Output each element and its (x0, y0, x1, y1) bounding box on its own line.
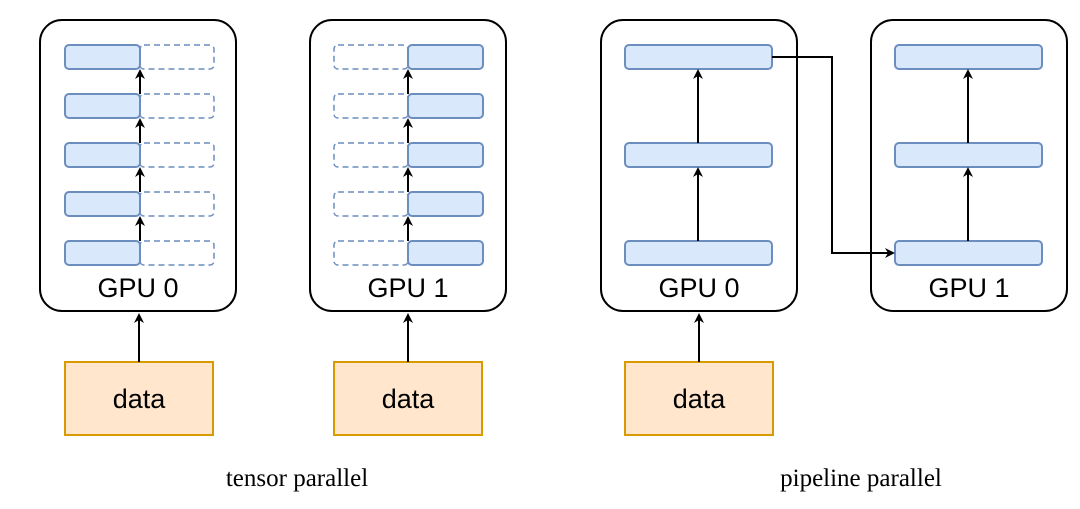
tp-data0-label: data (113, 384, 167, 414)
pp-gpu0-layer1 (624, 240, 773, 266)
tp-gpu0-layer4-remote-half (139, 93, 215, 119)
tp-gpu1-layer3 (407, 142, 484, 168)
tp-gpu0-layer1 (64, 240, 141, 266)
tp-gpu0-layer4 (64, 93, 141, 119)
pp-gpu0-label: GPU 0 (658, 273, 739, 303)
tp-gpu1-layer1 (407, 240, 484, 266)
tp-gpu0: GPU 0 (39, 19, 237, 312)
tp-gpu1-layer3-remote-half (333, 142, 409, 168)
pipeline-parallel-caption: pipeline parallel (780, 465, 942, 492)
tp-gpu0-layer3-remote-half (139, 142, 215, 168)
tp-gpu1-layer5-remote-half (333, 44, 409, 70)
pp-data: data (624, 361, 774, 436)
tp-gpu1-layer5 (407, 44, 484, 70)
pp-gpu0-layer2 (624, 142, 773, 168)
tp-gpu1-layer1-remote-half (333, 240, 409, 266)
tp-data1: data (333, 361, 483, 436)
tp-gpu0-layer5 (64, 44, 141, 70)
tp-gpu1-layer4-remote-half (333, 93, 409, 119)
pp-gpu0-layer3 (624, 44, 773, 70)
tp-data1-label: data (382, 384, 436, 414)
pipeline-parallel-section: GPU 0 GPU 1 data pipeline parallel (600, 19, 1068, 492)
tp-data1-box (333, 361, 483, 436)
tp-gpu0-label: GPU 0 (97, 273, 178, 303)
tp-data0: data (64, 361, 214, 436)
pp-gpu1-layer3 (894, 44, 1043, 70)
tensor-parallel-section: GPU 0 GPU 1 data (39, 19, 507, 492)
tp-gpu1-layer2-remote-half (333, 191, 409, 217)
tp-gpu0-layer2 (64, 191, 141, 217)
tp-gpu0-layer2-remote-half (139, 191, 215, 217)
pp-gpu1-label: GPU 1 (928, 273, 1009, 303)
pp-gpu0-to-gpu1-arrow (772, 56, 895, 258)
tp-gpu0-layer1-remote-half (139, 240, 215, 266)
pp-gpu1: GPU 1 (870, 19, 1068, 312)
tp-gpu1-label: GPU 1 (367, 273, 448, 303)
tp-data0-box (64, 361, 214, 436)
pp-data-label: data (673, 384, 727, 414)
tp-gpu1: GPU 1 (309, 19, 507, 312)
tensor-parallel-caption: tensor parallel (226, 465, 368, 492)
pp-data-box (624, 361, 774, 436)
tp-gpu1-layer2 (407, 191, 484, 217)
pp-gpu0: GPU 0 (600, 19, 798, 312)
tp-gpu0-layer3 (64, 142, 141, 168)
tp-gpu0-layer5-remote-half (139, 44, 215, 70)
pp-gpu1-layer2 (894, 142, 1043, 168)
tp-gpu1-layer4 (407, 93, 484, 119)
pp-gpu1-layer1 (894, 240, 1043, 266)
